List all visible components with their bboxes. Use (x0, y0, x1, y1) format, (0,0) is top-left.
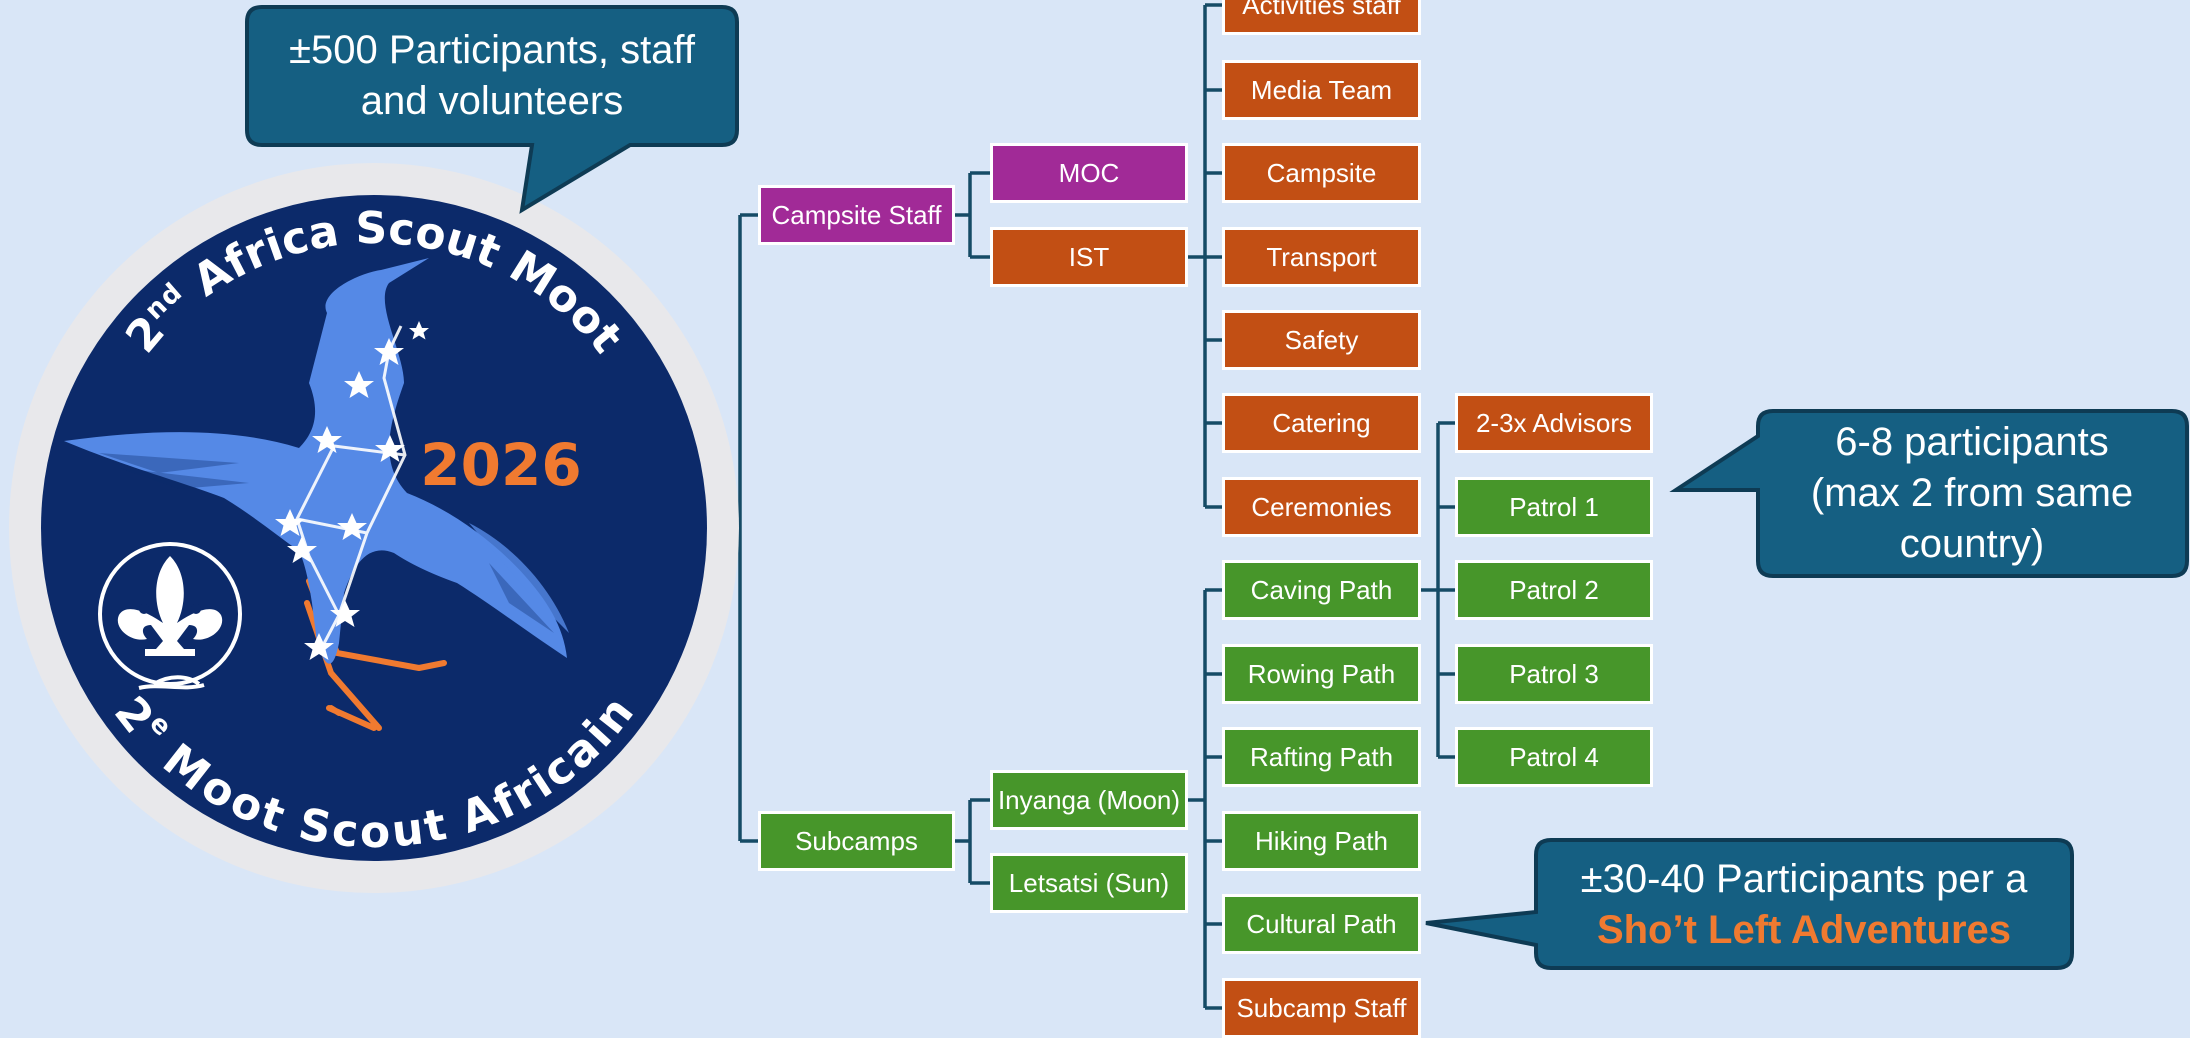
node-patrol: Patrol 3 (1455, 644, 1653, 704)
node-letsatsi: Letsatsi (Sun) (990, 853, 1188, 913)
node-ist-team: Campsite (1222, 143, 1421, 203)
node-path: Caving Path (1222, 560, 1421, 620)
node-advisors: 2-3x Advisors (1455, 393, 1653, 453)
node-ist-team: Safety (1222, 310, 1421, 370)
node-patrol: Patrol 1 (1455, 477, 1653, 537)
callout-patrol-line-1: 6-8 participants (1835, 420, 2109, 464)
callout-patrol-line-2: (max 2 from same (1810, 471, 2134, 515)
badge-year: 2026 (420, 431, 581, 499)
callout-adventure-line-2: Sho’t Left Adventures (1596, 908, 2012, 952)
crane-constellation-icon (64, 258, 569, 731)
node-subcamps: Subcamps (758, 811, 955, 871)
node-path: Rafting Path (1222, 727, 1421, 787)
callout-adventure-size: ±30-40 Participants per a Sho’t Left Adv… (1540, 854, 2068, 956)
callout-participants-line-1: ±500 Participants, staff (289, 28, 695, 72)
node-path: Hiking Path (1222, 811, 1421, 871)
callout-participants-line-2: and volunteers (360, 79, 624, 123)
node-ist: IST (990, 227, 1188, 287)
node-campsite-staff: Campsite Staff (758, 185, 955, 245)
node-path: Cultural Path (1222, 894, 1421, 954)
node-ist-team: Catering (1222, 393, 1421, 453)
callout-adventure-line-1: ±30-40 Participants per a (1580, 857, 2028, 901)
callout-shape-adventure (1425, 838, 2074, 970)
node-inyanga: Inyanga (Moon) (990, 770, 1188, 830)
callout-participants-total: ±500 Participants, staff and volunteers (252, 25, 732, 127)
node-subcamp-staff: Subcamp Staff (1222, 978, 1421, 1038)
node-ist-team: Activities staff (1222, 0, 1421, 35)
node-ist-team: Transport (1222, 227, 1421, 287)
moot-badge: 2nd Africa Scout Moot 2e Moot Scout Afri… (9, 163, 739, 893)
node-patrol: Patrol 2 (1455, 560, 1653, 620)
node-moc: MOC (990, 143, 1188, 203)
fleur-de-lis-icon (98, 542, 242, 690)
callout-shape-patrol (1669, 409, 2189, 578)
node-patrol: Patrol 4 (1455, 727, 1653, 787)
callout-patrol-size: 6-8 participants (max 2 from same countr… (1762, 417, 2182, 570)
callout-patrol-line-3: country) (1899, 522, 2045, 566)
callout-shape-participants (245, 5, 739, 214)
node-path: Rowing Path (1222, 644, 1421, 704)
node-ist-team: Ceremonies (1222, 477, 1421, 537)
node-ist-team: Media Team (1222, 60, 1421, 120)
